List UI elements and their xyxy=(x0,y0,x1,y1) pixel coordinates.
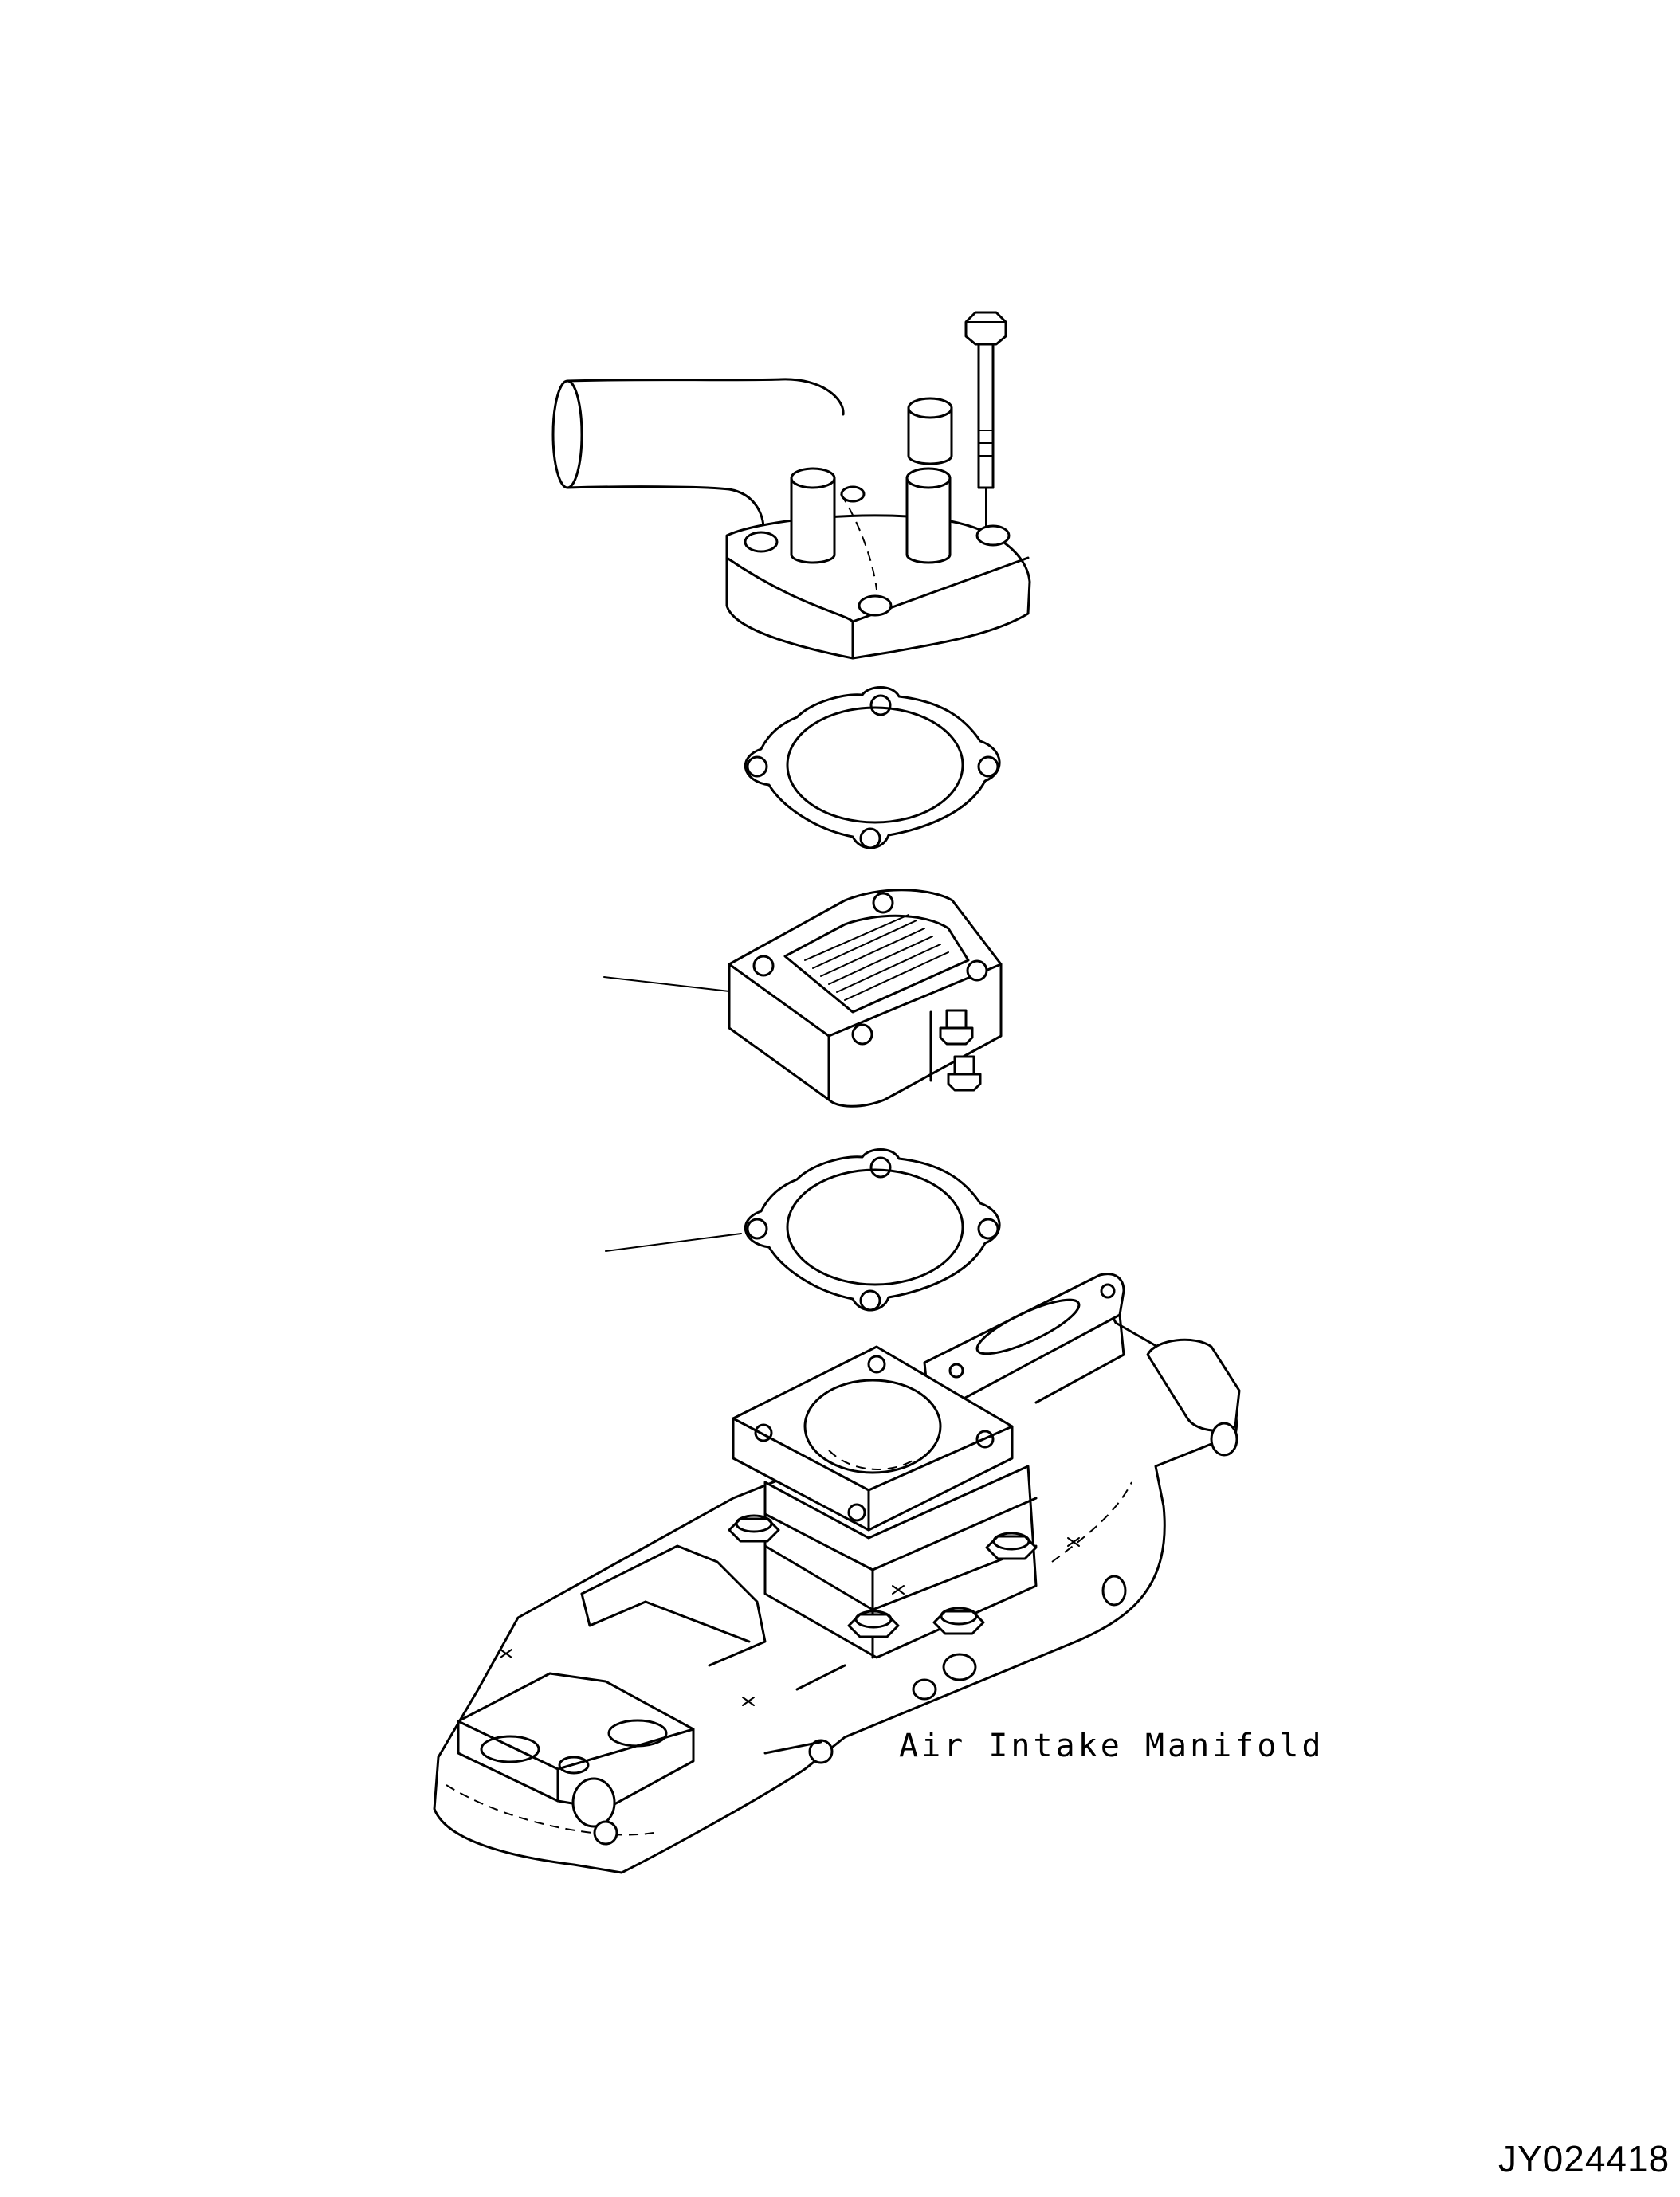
lower-gasket xyxy=(744,1148,1001,1312)
manifold-mounting-bolts xyxy=(728,1514,1038,1638)
manifold-label: Air Intake Manifold xyxy=(899,1728,1325,1764)
gasket-leader-line xyxy=(605,1233,742,1252)
heater-leader-line xyxy=(603,976,730,992)
heater-terminals xyxy=(929,1009,982,1092)
flange-bolt xyxy=(964,311,1007,530)
elbow-connector xyxy=(551,378,1031,660)
heater-element-fins xyxy=(804,914,949,1001)
intake-air-heater xyxy=(728,889,1003,1108)
air-intake-manifold xyxy=(433,1273,1241,1874)
drawing-number: JY024418 xyxy=(1498,2138,1670,2179)
elbow-bosses xyxy=(790,397,953,564)
upper-gasket xyxy=(744,686,1001,849)
elbow-bolt-holes xyxy=(744,485,1011,617)
